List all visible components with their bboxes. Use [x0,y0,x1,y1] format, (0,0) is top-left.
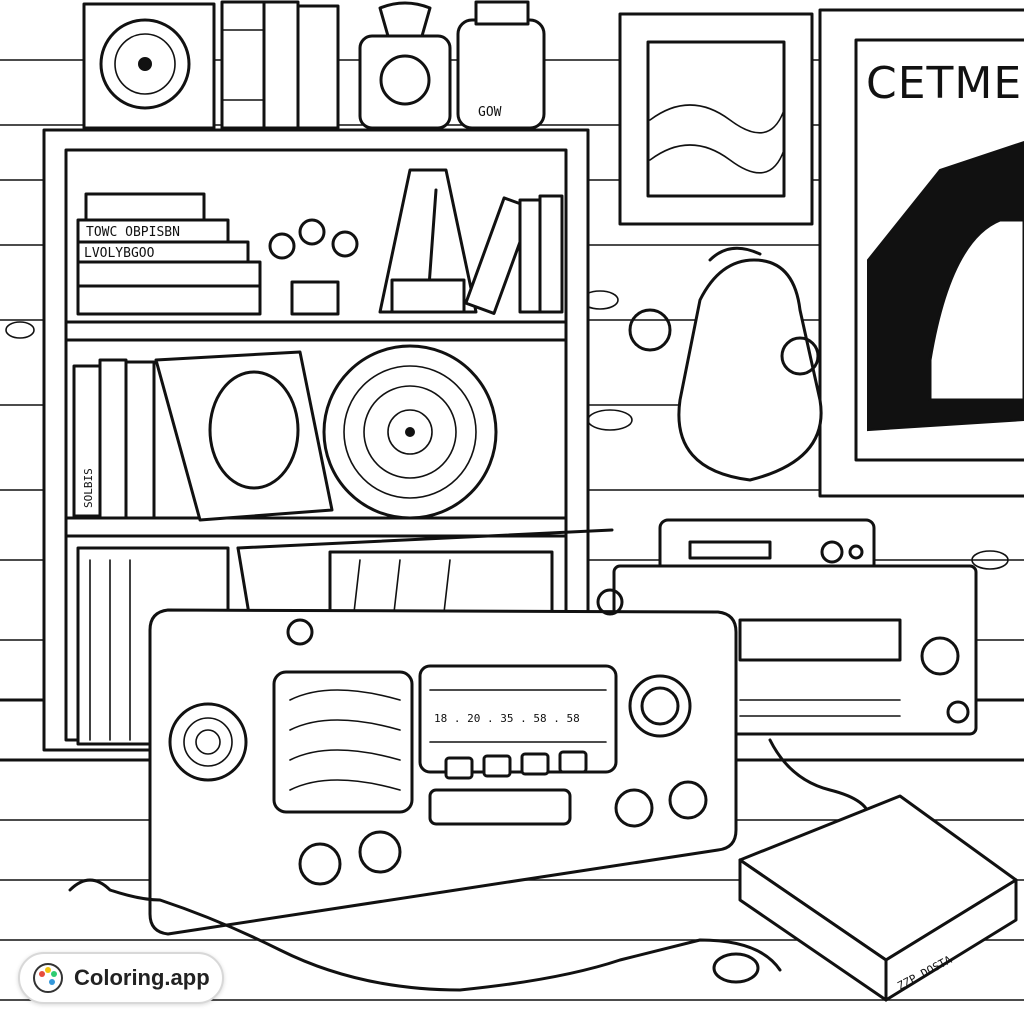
plant-pot [268,218,359,316]
decorative-lamp [628,246,823,482]
radio-dial-text: 18 . 20 . 35 . 58 . 58 [434,712,580,725]
vintage-radio: 18 . 20 . 35 . 58 . 58 [148,528,738,936]
jar-label: GOW [478,105,502,120]
earphone-cable [68,738,872,992]
album-cover [154,350,334,522]
vinyl-record [322,344,498,520]
cd-case: ZZP DOSTA [738,794,1018,1002]
picture-frame [618,12,814,226]
record-box-top [82,2,216,130]
flower-jar [358,1,452,130]
palette-icon [32,962,64,994]
book-stack: TOWC OBPISBN LVOLYBGOO [76,192,262,316]
watermark-badge[interactable]: Coloring.app [18,952,224,1004]
book-spine-1: TOWC OBPISBN [86,225,180,240]
watermark-label: Coloring.app [74,965,210,990]
poster: CETMEN [818,8,1024,498]
metronome-on-shelf [378,168,478,314]
top-books [220,0,340,130]
glass-jar: GOW [456,0,546,130]
standing-books [464,194,564,315]
book-spine-3: SOLBIS [82,468,95,508]
book-spine-2: LVOLYBGOO [84,246,155,261]
middle-books: SOLBIS [72,358,156,520]
poster-title: CETMEN [866,58,1024,109]
